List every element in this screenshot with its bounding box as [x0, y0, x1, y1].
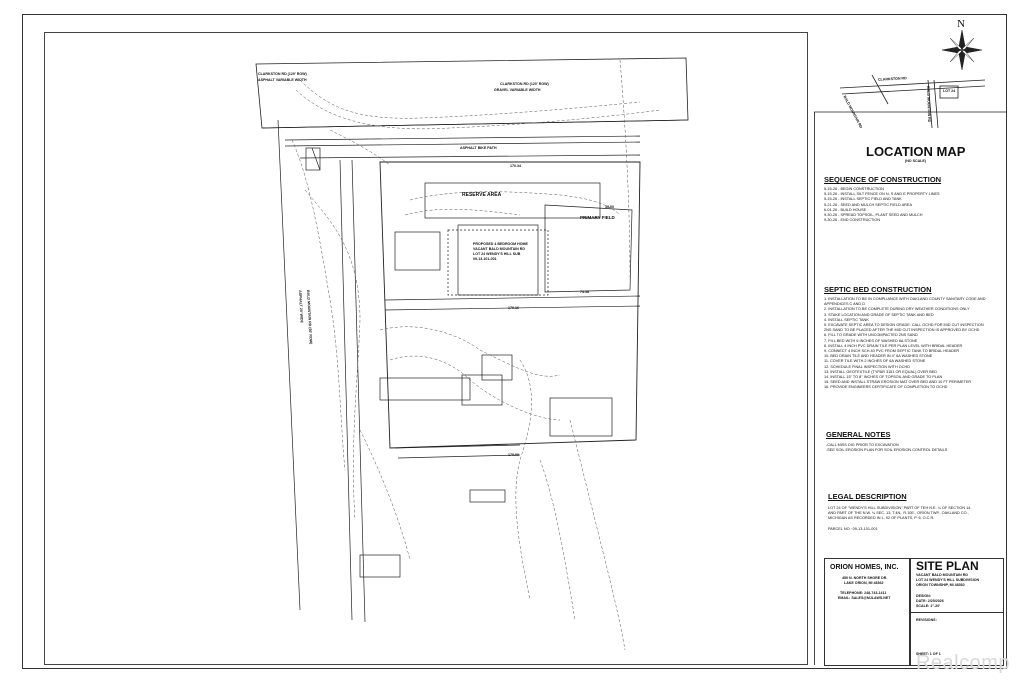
- general-notes-list: -CALL MISS DIG PRIOR TO EXCAVATION -SEE …: [826, 443, 947, 453]
- title-block: ORION HOMES, INC. 450 N. NORTH SHORE DR.…: [824, 558, 1004, 666]
- bald-mountain-road-edge: [277, 119, 301, 611]
- list-item: 5-15-26 - INSTALL SILT FENCE ON N, S AND…: [824, 192, 940, 197]
- bike-path-label: ASPHALT BIKE PATH: [460, 146, 497, 150]
- notes-divider: [814, 112, 815, 665]
- house-label: PROPOSED 4 BEDROOM HOME: [473, 242, 528, 246]
- house-label: VACANT BALD MOUNTAIN RD: [473, 247, 525, 251]
- list-item: 12. SCHEDULE FINAL INSPECTION WITH OCHD: [824, 364, 910, 369]
- list-item: 15. SEED AND INSTALL STRAW EROSION MAT O…: [824, 380, 972, 385]
- company-address: LAKE ORION, MI 48362: [844, 581, 884, 585]
- septic-title: SEPTIC BED CONSTRUCTION: [824, 285, 932, 294]
- list-item: 9-30-26 - END CONSTRUCTION: [824, 218, 881, 223]
- company-address: 450 N. NORTH SHORE DR.: [842, 576, 888, 580]
- general-notes-title: GENERAL NOTES: [826, 430, 891, 439]
- north-compass-icon: [941, 29, 983, 71]
- reserve-area-label: RESERVE AREA: [462, 192, 502, 198]
- location-lot-label: LOT 24: [943, 89, 956, 93]
- road-label: CLARKSTON RD (120' ROW): [500, 82, 549, 86]
- company-box: [824, 558, 910, 666]
- list-item: 13. INSTALL GEOTEXTILE (TYPAR 3151 OR EQ…: [824, 369, 938, 374]
- sequence-list: 5-15-26 - BEGIN CONSTRUCTION 5-15-26 - I…: [824, 187, 940, 223]
- parcel-number: PARCEL NO.: 09-13-101-001: [828, 526, 878, 531]
- house-label: LOT 24 WENDY'S HILL SUB: [473, 252, 521, 256]
- primary-field-outline: [544, 204, 633, 293]
- location-map-subtitle: (NO SCALE): [905, 159, 926, 163]
- house-label: 09-13-101-001: [473, 257, 497, 261]
- list-item: 8. INSTALL 4 INCH PVC DRAIN TILE PER PLA…: [824, 343, 963, 348]
- road-label: CLARKSTON RD (120' ROW): [258, 72, 307, 76]
- drawing-sheet: [22, 14, 1007, 669]
- septic-list: 1. INSTALLATION TO BE IN COMPLIANCE WITH…: [824, 297, 985, 391]
- road-sub-label: ASPHALT VARIABLE WIDTH: [258, 78, 307, 82]
- contour-lines: [291, 59, 661, 651]
- scale-label: SCALE: 1"-20': [916, 604, 941, 608]
- list-item: 16. PROVIDE ENGINEERS CERTIFICATE OF COM…: [824, 385, 948, 390]
- list-item: -SEE SOIL EROSION PLAN FOR SOIL EROSION …: [826, 448, 948, 453]
- list-item: MICHIGAN AS RECORDED IN L. 92 OF PLANTS,…: [828, 516, 935, 521]
- revisions-label: REVISIONS:: [916, 618, 937, 622]
- company-name: ORION HOMES, INC.: [830, 564, 899, 571]
- list-item: 6. FILL TO GRADE WITH UNCOMPACTED 2NS SA…: [824, 333, 918, 338]
- list-item: APPENDICES C AND D: [824, 302, 865, 307]
- location-map-title: LOCATION MAP: [866, 144, 966, 159]
- list-item: 2NS SAND TO BE PLACED AFTER THE MID CUT …: [824, 328, 980, 333]
- site-plan-frame: [44, 32, 808, 665]
- company-phone: TELEPHONE: 248-743-1411: [840, 591, 887, 595]
- legal-title: LEGAL DESCRIPTION: [828, 492, 907, 501]
- reserve-area-outline: [424, 182, 601, 219]
- list-item: 7. FILL BED WITH 6 INCHES OF WASHED 6A S…: [824, 338, 918, 343]
- sheet-title: SITE PLAN: [916, 559, 979, 573]
- existing-structure: [549, 397, 613, 437]
- list-item: 1. INSTALLATION TO BE IN COMPLIANCE WITH…: [824, 297, 986, 301]
- list-item: 9. CONNECT 4 INCH SCH 40 PVC FROM SEPTIC…: [824, 349, 960, 354]
- list-item: 5. EXCAVATE SEPTIC AREA TO DESIGN GRADE.…: [824, 323, 984, 328]
- dimension-label: 170.34: [510, 164, 521, 168]
- list-item: LOT 24 OF "WENDY'S HILL SUBDIVISION" PAR…: [828, 506, 971, 510]
- road-sub-label: GRAVEL VARIABLE WIDTH: [494, 88, 541, 92]
- list-item: AND PART OF THE N.W. ¼ SEC. 13, T.4N., R…: [828, 511, 969, 516]
- list-item: 11. COVER TILE WITH 2 INCHES OF 6A WASHE…: [824, 359, 926, 364]
- list-item: 4. INSTALL SEPTIC TANK: [824, 317, 869, 322]
- list-item: 5-15-26 - BEGIN CONSTRUCTION: [824, 187, 884, 191]
- list-item: 6-01-26 - BUILD HOUSE: [824, 207, 867, 212]
- date-label: DATE: 2/25/2026: [916, 599, 944, 603]
- list-item: 14. INSTALL 15" TO 8" INCHES OF TOPSOIL …: [824, 375, 943, 380]
- dimension-label: 170.00: [508, 453, 519, 457]
- list-item: 2. INSTALLATION TO BE COMPLETE DURING DR…: [824, 307, 970, 312]
- primary-field-label: PRIMARY FIELD: [580, 215, 615, 220]
- dimension-label: 170.16: [508, 306, 519, 310]
- list-item: 5-21-26 - SEED AND MULCH SEPTIC FIELD AR…: [824, 202, 912, 207]
- list-item: 10. BED DRAIN TILE AND HEADER IN 4" 6A W…: [824, 354, 933, 359]
- design-label: DESIGN:: [916, 594, 931, 598]
- list-item: 5-15-26 - INSTALL SEPTIC FIELD AND TANK: [824, 197, 902, 202]
- dimension-label: 30.00: [605, 205, 614, 209]
- dimension-label: 74.38: [580, 290, 589, 294]
- list-item: -CALL MISS DIG PRIOR TO EXCAVATION: [826, 443, 899, 447]
- clarkston-road-band: [255, 57, 689, 129]
- project-line: LOT 24 WENDY'S HILL SUBDIVISION: [916, 578, 980, 582]
- compass-north-label: N: [957, 18, 965, 30]
- company-email: EMAIL: SALES@MJLAWS.NET: [838, 596, 891, 600]
- list-item: 9-30-26 - SPREAD TOPSOIL, PLANT SEED AND…: [824, 213, 923, 218]
- sheet-number: SHEET: 1 OF 1: [916, 652, 941, 656]
- property-boundary: [379, 161, 641, 449]
- house-footprint: [457, 224, 539, 296]
- location-map-drawing: [814, 74, 1007, 129]
- title-block-divider: [910, 612, 1004, 613]
- legal-list: LOT 24 OF "WENDY'S HILL SUBDIVISION" PAR…: [828, 506, 970, 532]
- project-line: ORION TOWNSHIP, MI 48360: [916, 583, 965, 587]
- sequence-title: SEQUENCE OF CONSTRUCTION: [824, 175, 942, 184]
- list-item: 3. STAKE LOCATION AND GRADE OF SEPTIC TA…: [824, 312, 934, 317]
- project-line: VACANT BALD MOUNTAIN RD: [916, 573, 968, 577]
- realcomp-watermark: Realcomp: [915, 652, 1010, 674]
